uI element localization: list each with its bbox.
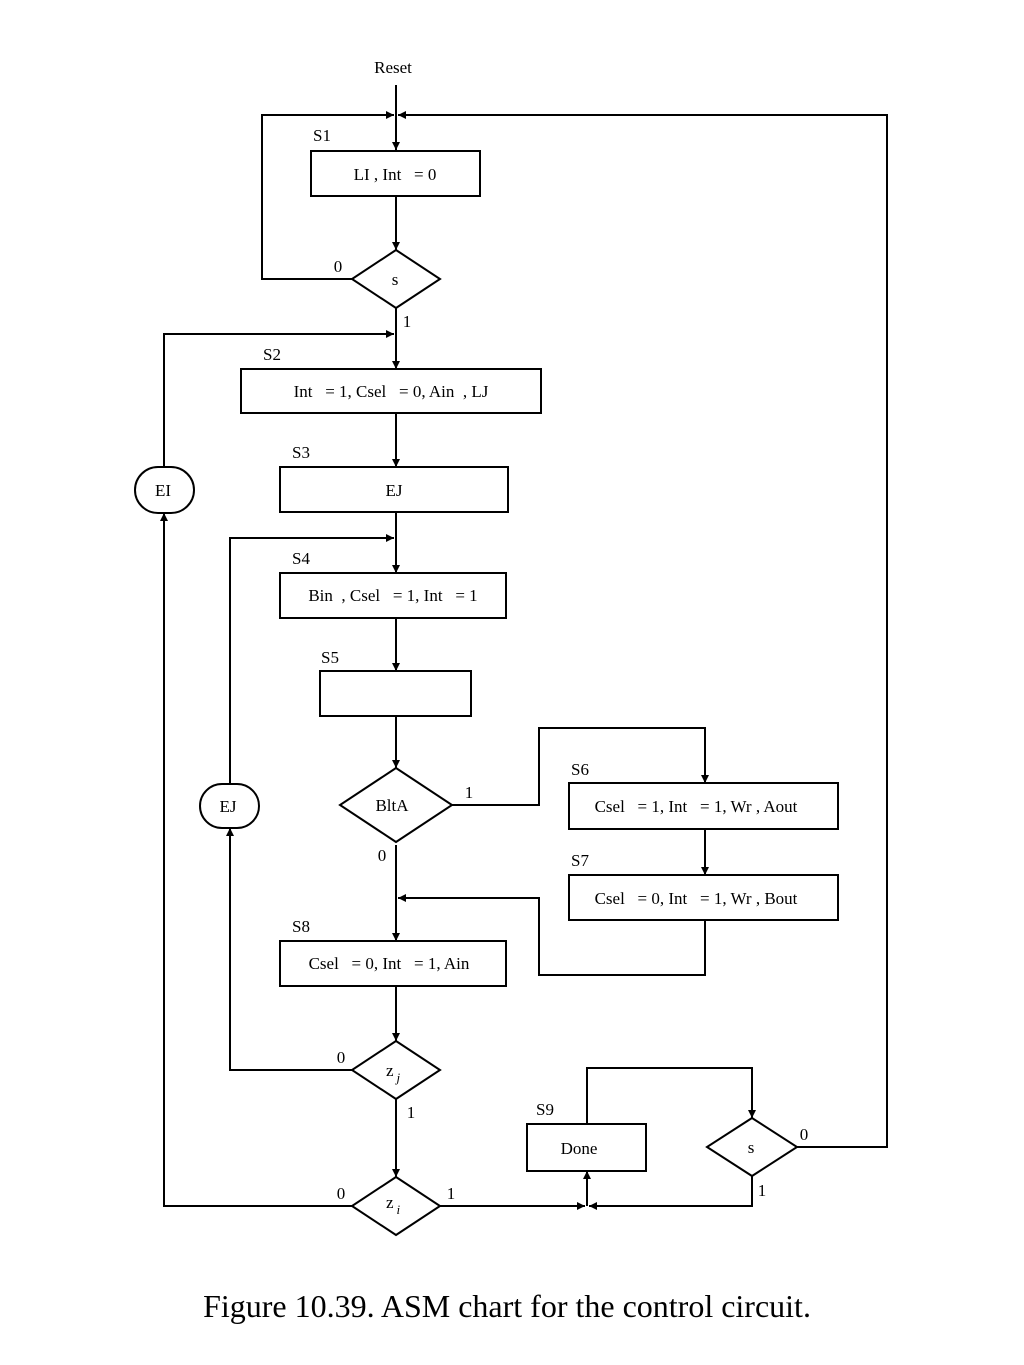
branch-zero-label: 0 [334,257,343,276]
state-name: S5 [321,648,339,667]
state-name: S4 [292,549,310,568]
s1-loop-wire [261,111,394,280]
branch-one-label: 1 [758,1181,767,1200]
decision-var: z [386,1061,394,1080]
zi-to-ei-wire [160,513,352,1207]
decision-label: s [748,1138,755,1157]
decision-subscript: j [395,1070,401,1085]
state-name: S1 [313,126,331,145]
state-s3: S3 EJ [279,443,509,513]
s9-to-s-bottom-wire [586,1067,756,1124]
return-to-s1-wire [398,111,888,1148]
state-s2: S2 Int = 1, Csel = 0, Ain , LJ [240,345,542,414]
state-outputs: Int = 1, Csel = 0, Ain , LJ [294,382,489,401]
branch-zero-label: 0 [378,846,387,865]
state-outputs: LI , Int = 0 [354,165,437,184]
state-name: S6 [571,760,589,779]
state-s8: S8 Csel = 0, Int = 1, Ain [279,917,507,987]
branch-one-label: 1 [465,783,474,802]
decision-var: z [386,1193,394,1212]
decision-label: BltA [375,796,409,815]
state-outputs: Csel = 1, Int = 1, Wr , Aout [595,797,798,816]
state-outputs: EJ [386,481,403,500]
figure-caption: Figure 10.39. ASM chart for the control … [203,1288,811,1324]
decision-label: s [392,270,399,289]
state-s4: S4 Bin , Csel = 1, Int = 1 [279,549,507,619]
state-s6: S6 Csel = 1, Int = 1, Wr , Aout [568,760,839,830]
state-name: S7 [571,851,589,870]
branch-zero-label: 0 [800,1125,809,1144]
state-s5: S5 [319,648,472,717]
decision-s-bottom: s 0 1 [705,1116,809,1200]
state-s9: S9 Done [526,1100,647,1172]
decision-s-top: s 0 1 [334,248,442,331]
conditional-output-ej: EJ [199,783,260,829]
branch-zero-label: 0 [337,1048,346,1067]
state-outputs: Csel = 0, Int = 1, Wr , Bout [595,889,798,908]
state-name: S2 [263,345,281,364]
state-s1: S1 LI , Int = 0 [310,126,481,197]
branch-one-label: 1 [403,312,412,331]
state-outputs: Csel = 0, Int = 1, Ain [309,954,470,973]
output-label: EJ [220,797,237,816]
wires [160,85,888,1210]
state-name: S8 [292,917,310,936]
conditional-output-ei: EI [134,466,195,514]
branch-one-label: 1 [447,1184,456,1203]
state-name: S9 [536,1100,554,1119]
reset-label: Reset [374,58,412,77]
decision-subscript: i [397,1202,401,1217]
state-name: S3 [292,443,310,462]
s7-to-s8-wire [398,894,706,976]
blta-to-s6-wire [452,727,709,806]
state-s7: S7 Csel = 0, Int = 1, Wr , Bout [568,851,839,921]
asm-chart: Reset S1 LI , Int = 0 S2 Int = 1, Csel =… [134,58,888,1237]
state-outputs: Done [561,1139,598,1158]
s-bottom-to-s9-wire [589,1176,753,1210]
state-outputs: Bin , Csel = 1, Int = 1 [308,586,477,605]
zj-to-ej-wire [226,828,352,1071]
decision-blta: BltA 1 0 [338,766,474,865]
branch-zero-label: 0 [337,1184,346,1203]
ej-to-s4-wire [229,534,394,784]
output-label: EI [155,481,171,500]
ei-to-s2-wire [163,330,394,467]
branch-one-label: 1 [407,1103,416,1122]
